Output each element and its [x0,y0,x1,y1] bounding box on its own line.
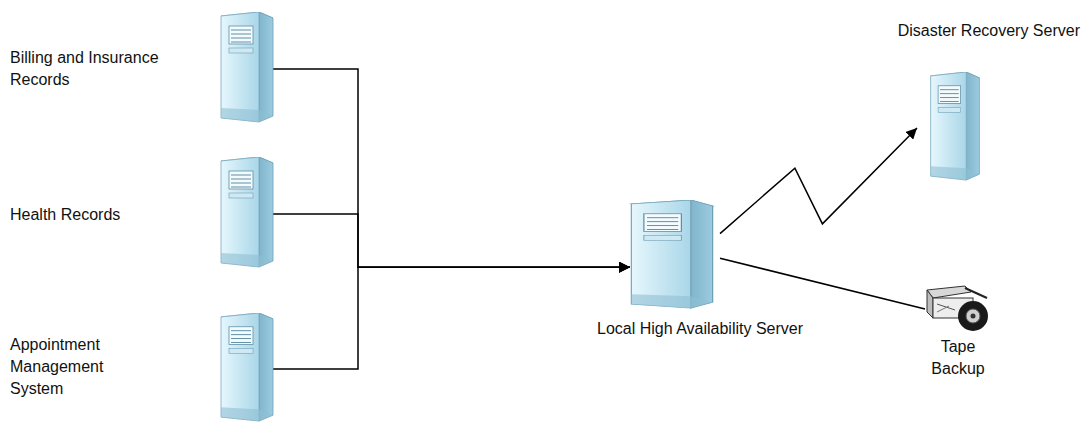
node-label: Tape Backup [918,336,998,380]
connector [273,267,630,369]
server-icon [622,200,722,312]
server-icon [215,313,279,425]
billing-server: Billing and Insurance Records [215,12,279,126]
server-icon [215,12,279,126]
node-label: Billing and Insurance Records [10,47,206,91]
node-label: Local High Availability Server [540,318,860,340]
connector [273,214,630,267]
tape-backup: Tape Backup [925,284,991,334]
ha-server: Local High Availability Server [622,200,722,312]
appointment-server: Appointment Management System [215,313,279,425]
connector [720,128,917,234]
health-server: Health Records [215,157,279,271]
tape-drive-icon [925,284,991,334]
node-label: Appointment Management System [10,334,160,400]
server-icon [215,157,279,271]
node-label: Disaster Recovery Server [800,20,1080,42]
node-label: Health Records [10,204,206,226]
dr-server: Disaster Recovery Server [925,72,985,184]
connector [273,69,630,267]
server-icon [925,72,985,184]
connector [720,258,925,309]
